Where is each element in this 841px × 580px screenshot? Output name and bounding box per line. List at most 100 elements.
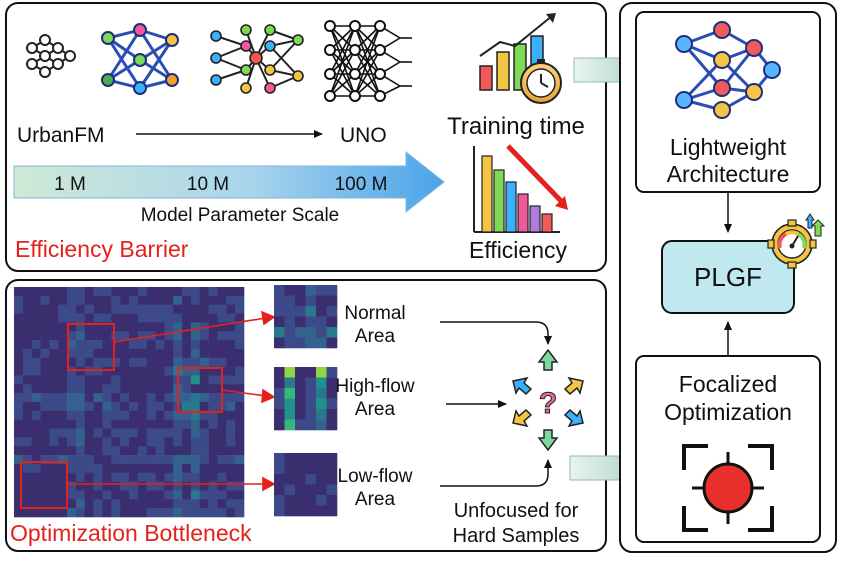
heatmap-cell	[102, 499, 112, 509]
heatmap-cell	[111, 384, 121, 394]
heatmap-cell	[31, 490, 41, 500]
heatmap-cell	[182, 508, 192, 518]
heatmap-cell	[31, 375, 41, 385]
heatmap-cell	[93, 313, 103, 323]
heatmap-cell	[40, 366, 50, 376]
heatmap-cell	[226, 304, 236, 314]
heatmap-cell	[129, 357, 139, 367]
heatmap-cell	[155, 402, 165, 412]
heatmap-cell	[120, 357, 130, 367]
heatmap-cell	[102, 463, 112, 474]
heatmap-cell	[235, 455, 245, 465]
heatmap-cell	[40, 481, 50, 491]
heatmap-cell	[67, 490, 77, 500]
heatmap-cell	[235, 490, 245, 500]
heatmap-cell	[182, 304, 192, 314]
normal-area-label-1: Normal	[344, 303, 405, 324]
small-network-icon	[26, 34, 76, 78]
heatmap-cell	[120, 375, 130, 385]
patch-cell	[295, 388, 306, 399]
heatmap-cell	[164, 463, 174, 474]
heatmap-cell	[146, 499, 156, 509]
heatmap-cell	[120, 366, 130, 376]
normal-area-box	[67, 323, 115, 371]
heatmap-cell	[164, 384, 174, 394]
patch-cell	[284, 337, 296, 349]
heatmap-cell	[226, 340, 236, 350]
heatmap-cell	[199, 410, 209, 420]
heatmap-cell	[58, 313, 68, 323]
heatmap-cell	[67, 481, 77, 491]
heatmap-cell	[208, 481, 218, 491]
heatmap-cell	[226, 508, 236, 518]
heatmap-cell	[235, 304, 245, 314]
heatmap-cell	[137, 384, 147, 394]
heatmap-cell	[208, 295, 218, 305]
heatmap-cell	[190, 410, 201, 420]
patch-cell	[295, 367, 306, 378]
heatmap-cell	[137, 402, 147, 412]
patch-cell	[316, 495, 327, 506]
heatmap-cell	[120, 455, 130, 465]
heatmap-cell	[235, 508, 245, 518]
heatmap-cell	[75, 295, 86, 305]
patch-cell	[326, 367, 338, 378]
patch-cell	[316, 295, 327, 307]
heatmap-cell	[182, 313, 192, 323]
patch-cell	[305, 285, 317, 296]
heatmap-cell	[75, 481, 86, 491]
heatmap-cell	[155, 384, 165, 394]
patch-cell	[316, 453, 327, 464]
heatmap-cell	[155, 348, 165, 359]
heatmap-cell	[199, 402, 209, 412]
heatmap-cell	[190, 490, 201, 500]
heatmap-cell	[67, 295, 77, 305]
heatmap-cell	[129, 419, 139, 429]
heatmap-cell	[120, 295, 130, 305]
heatmap-cell	[14, 402, 24, 412]
heatmap-cell	[129, 322, 139, 332]
heatmap-cell	[22, 357, 32, 367]
heatmap-cell	[58, 402, 68, 412]
heatmap-cell	[40, 393, 50, 403]
low-flow-area-label-1: Low-flow	[338, 466, 413, 487]
heatmap-cell	[67, 393, 77, 403]
heatmap-cell	[208, 410, 218, 420]
heatmap-cell	[67, 499, 77, 509]
high-flow-area-label-1: High-flow	[335, 376, 414, 397]
heatmap-cell	[67, 455, 77, 465]
heatmap-cell	[31, 340, 41, 350]
unfocused-label-2: Hard Samples	[453, 525, 580, 547]
heatmap-cell	[75, 455, 86, 465]
heatmap-cell	[67, 357, 77, 367]
patch-cell	[326, 505, 338, 517]
heatmap-cell	[40, 340, 50, 350]
heatmap-cell	[75, 287, 86, 297]
heatmap-cell	[217, 410, 227, 420]
heatmap-cell	[67, 463, 77, 474]
heatmap-cell	[40, 463, 50, 474]
patch-cell	[284, 463, 296, 475]
heatmap-cell	[235, 393, 245, 403]
heatmap-cell	[137, 331, 147, 341]
heatmap-cell	[208, 375, 218, 385]
heatmap-cell	[84, 428, 94, 438]
heatmap-cell	[111, 402, 121, 412]
heatmap-cell	[182, 331, 192, 341]
heatmap-cell	[93, 419, 103, 429]
heatmap-cell	[182, 402, 192, 412]
heatmap-cell	[164, 455, 174, 465]
heatmap-cell	[129, 463, 139, 474]
heatmap-cell	[146, 366, 156, 376]
heatmap-cell	[164, 348, 174, 359]
heatmap-cell	[173, 340, 183, 350]
heatmap-cell	[182, 481, 192, 491]
heatmap-cell	[102, 340, 112, 350]
focalized-optimization-box	[635, 355, 821, 543]
zoom-connectors	[67, 310, 276, 492]
heatmap-cell	[182, 437, 192, 447]
heatmap-cell	[164, 304, 174, 314]
heatmap-cell	[146, 490, 156, 500]
heatmap-cell	[111, 481, 121, 491]
